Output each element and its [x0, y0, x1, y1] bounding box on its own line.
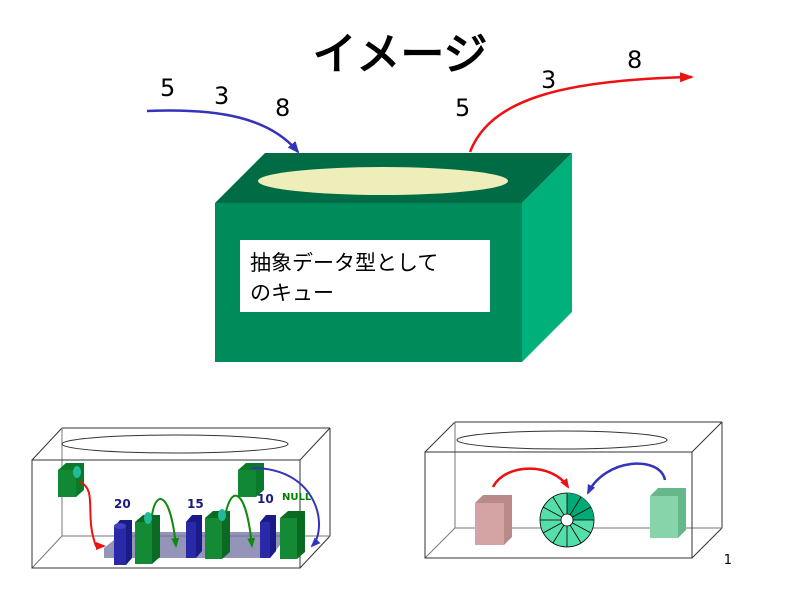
- queue-box-opening: [258, 167, 508, 195]
- enqueue-arrow: [146, 109, 300, 154]
- node-label-null: NULL: [282, 492, 312, 503]
- queue-label-box: 抽象データ型として のキュー: [240, 240, 490, 312]
- queue-label-line-1: 抽象データ型として: [250, 251, 439, 275]
- dequeue-arrow: [468, 72, 694, 153]
- outgoing-value-3: 8: [627, 46, 643, 74]
- incoming-value-3: 8: [275, 94, 291, 122]
- circular-buffer-diagram: [424, 421, 723, 559]
- page-number: 1: [723, 553, 732, 568]
- queue-box-side: [522, 153, 572, 362]
- outgoing-value-2: 3: [541, 66, 557, 94]
- incoming-value-1: 5: [160, 74, 176, 102]
- linked-list-diagram: [31, 427, 331, 569]
- slide-title: イメージ: [312, 29, 488, 80]
- incoming-value-2: 3: [214, 82, 230, 110]
- node-label-20: 20: [114, 497, 131, 511]
- node-label-10: 10: [257, 492, 274, 506]
- outgoing-value-1: 5: [455, 94, 471, 122]
- node-label-15: 15: [187, 497, 204, 511]
- queue-label-line-2: のキュー: [250, 281, 334, 305]
